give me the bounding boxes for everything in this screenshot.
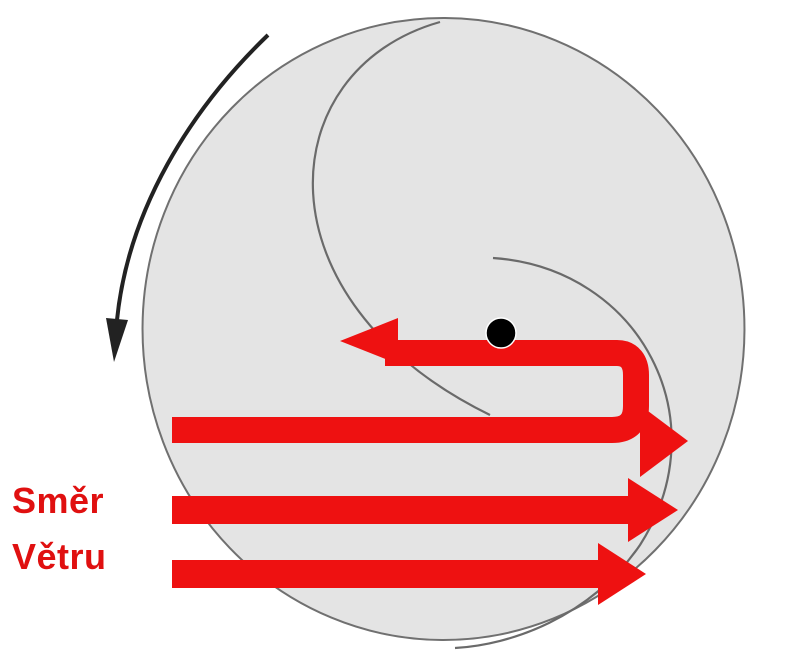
wind-arrow-shaft <box>172 560 602 588</box>
axle-dot-icon <box>486 318 516 348</box>
wind-direction-label-line1: Směr <box>12 481 104 521</box>
rotor-disc <box>143 18 745 640</box>
wind-arrow-shaft <box>172 496 634 524</box>
counterclockwise-arrow-icon <box>106 318 128 362</box>
wind-direction-label-line2: Větru <box>12 537 107 577</box>
